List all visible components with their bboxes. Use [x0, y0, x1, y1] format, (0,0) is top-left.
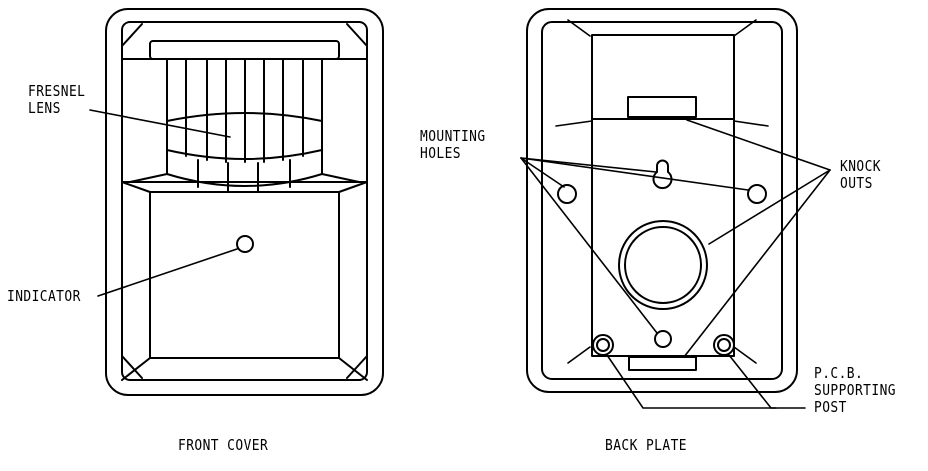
- back-plate-outline: [526, 8, 798, 393]
- knock-outs-leaders: [683, 119, 831, 358]
- front-cover-inner-bevel: [121, 21, 368, 381]
- pcb-post-left: [592, 334, 614, 356]
- knock-out-round: [618, 220, 708, 310]
- back-plate-caption: BACK PLATE: [605, 436, 687, 454]
- mounting-holes-label: MOUNTING HOLES: [420, 127, 486, 162]
- pcb-post-right: [713, 334, 735, 356]
- keyhole-mounting-hole: [652, 159, 673, 190]
- mounting-hole-right: [747, 184, 767, 204]
- knock-out-top: [627, 96, 697, 118]
- knock-outs-label: KNOCK OUTS: [840, 157, 881, 192]
- indicator-label: INDICATOR: [7, 287, 81, 305]
- pcb-supporting-post-label: P.C.B. SUPPORTING POST: [814, 364, 896, 416]
- mounting-hole-left: [557, 184, 577, 204]
- fresnel-lens-label: FRESNEL LENS: [28, 82, 86, 117]
- lens-leader-line: [89, 109, 231, 138]
- back-plate: [520, 8, 831, 409]
- mounting-hole-bottom: [654, 330, 672, 348]
- indicator-leader-line: [97, 248, 238, 297]
- front-cover: [89, 8, 384, 396]
- knock-out-bottom: [628, 356, 697, 371]
- indicator-led: [236, 235, 254, 253]
- pcb-post-leaders: [606, 354, 806, 409]
- front-cover-outline: [105, 8, 384, 396]
- back-plate-inner-rim: [541, 21, 783, 380]
- mounting-holes-leaders: [520, 157, 749, 334]
- front-cover-caption: FRONT COVER: [178, 436, 269, 454]
- fresnel-lens: [129, 59, 360, 193]
